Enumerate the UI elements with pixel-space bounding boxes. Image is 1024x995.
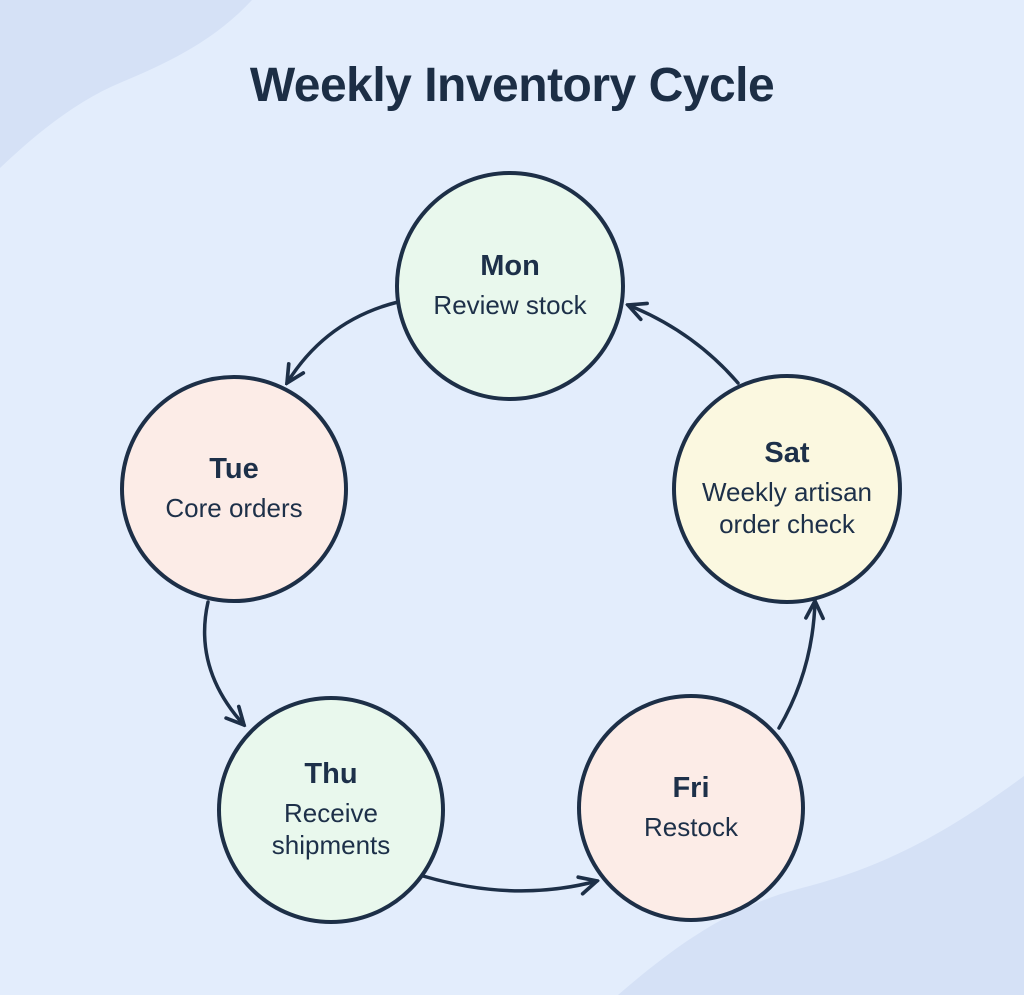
node-day-label: Thu <box>304 758 358 791</box>
arrow-tue-to-thu <box>202 600 244 725</box>
node-mon: Mon Review stock <box>395 171 625 401</box>
arrow-mon-to-tue <box>287 300 400 383</box>
node-fri: Fri Restock <box>577 694 805 922</box>
arrow-fri-to-sat <box>777 601 815 730</box>
page-title: Weekly Inventory Cycle <box>249 59 775 112</box>
arrow-thu-to-fri <box>421 874 597 891</box>
node-thu: Thu Receive shipments <box>217 696 445 924</box>
arrow-sat-to-mon <box>628 305 740 385</box>
node-day-label: Tue <box>209 453 259 486</box>
node-task-label: Review stock <box>433 290 587 321</box>
node-day-label: Mon <box>480 250 540 283</box>
node-task-label: Receive shipments <box>271 798 391 860</box>
node-task-label: Restock <box>644 812 738 843</box>
corner-blob-top-left <box>0 0 252 168</box>
node-task-label: Weekly artisan order check <box>701 477 873 539</box>
node-day-label: Fri <box>672 772 710 805</box>
node-sat: Sat Weekly artisan order check <box>672 374 902 604</box>
node-tue: Tue Core orders <box>120 375 348 603</box>
corner-blob-bottom-right <box>618 776 1024 995</box>
node-task-label: Core orders <box>165 493 303 524</box>
node-day-label: Sat <box>764 437 810 470</box>
